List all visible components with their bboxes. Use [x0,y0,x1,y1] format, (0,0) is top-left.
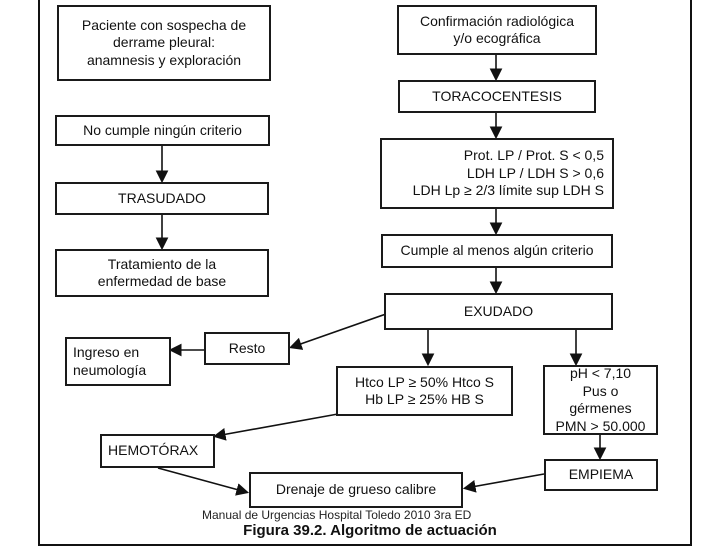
box-criterios: Prot. LP / Prot. S < 0,5 LDH LP / LDH S … [380,138,614,209]
box-paciente: Paciente con sospecha de derrame pleural… [57,5,271,81]
box-hemotorax: HEMOTÓRAX [100,434,215,468]
box-ingreso: Ingreso en neumología [65,337,171,386]
box-empiema-criterio: pH < 7,10 Pus o gérmenes PMN > 50.000 [543,365,658,435]
box-exudado: EXUDADO [384,293,613,330]
box-trasudado: TRASUDADO [55,182,269,215]
box-drenaje: Drenaje de grueso calibre [249,472,463,508]
box-tratamiento: Tratamiento de la enfermedad de base [55,249,269,297]
figure-frame [38,0,692,546]
credit-text: Manual de Urgencias Hospital Toledo 2010… [202,508,472,522]
box-no-cumple: No cumple ningún criterio [55,115,270,146]
box-toracocentesis: TORACOCENTESIS [398,80,596,113]
figure-caption: Figura 39.2. Algoritmo de actuación [243,522,497,539]
box-confirmacion: Confirmación radiológica y/o ecográfica [397,5,597,55]
box-resto: Resto [204,332,290,365]
box-cumple: Cumple al menos algún criterio [381,234,613,268]
box-hemotorax-criterio: Htco LP ≥ 50% Htco S Hb LP ≥ 25% HB S [336,366,513,416]
box-empiema: EMPIEMA [544,459,658,491]
